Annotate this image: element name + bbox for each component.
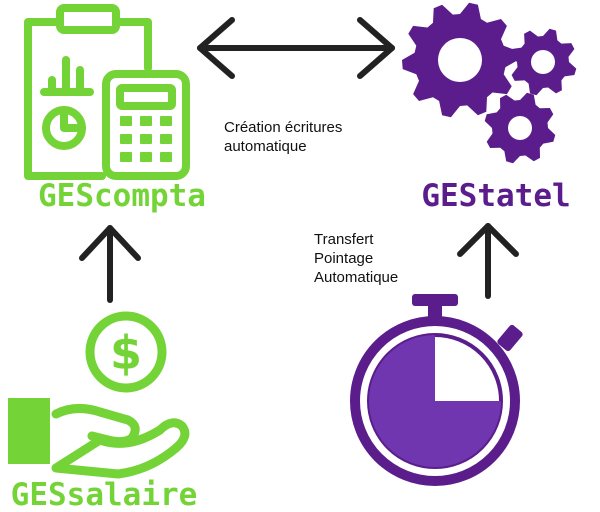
connector-label-stopwatch-statel: Transfert Pointage Automatique [314,231,398,286]
gestatel-label: GEStatel [421,178,570,214]
connector-label-line-2: Pointage [314,250,373,267]
dollar-sign-icon: $ [110,326,142,380]
gears-icon [402,2,577,164]
connector-label-compta-statel: Création écritures automatique [224,119,347,155]
small-gear-top-hole [531,50,555,74]
stopwatch-icon [350,294,523,486]
connector-label-line-1: Transfert [314,231,374,248]
small-gear-bottom-hole [508,116,532,140]
up-arrow-stopwatch-statel [457,223,519,299]
bidirectional-arrow [197,17,395,79]
connector-label-line-2: automatique [224,138,307,155]
clipboard-calculator-icon [24,4,190,180]
calculator-keys [120,116,172,162]
gescompta-label: GEScompta [38,178,206,214]
hand-dollar-coin-icon: $ [8,311,190,479]
connector-label-line-3: Automatique [314,269,398,286]
gessalaire-label: GESsalaire [11,477,198,512]
large-gear-hole [438,38,482,82]
connector-label-line-1: Création écritures [224,119,342,136]
up-arrow-salaire-compta [79,225,141,303]
